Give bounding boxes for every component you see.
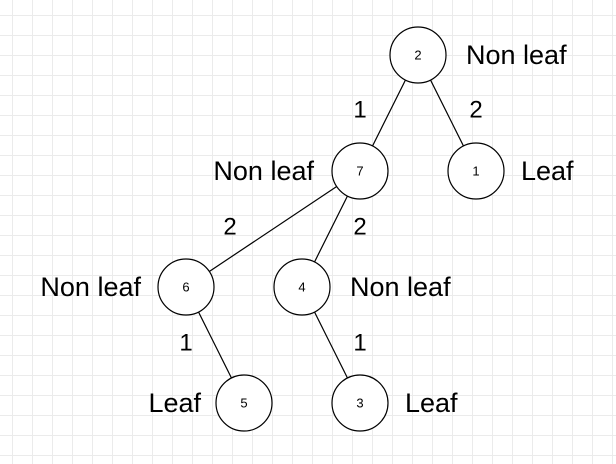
node-value-label: 4 [298, 280, 305, 295]
tree-node-6: 6 [157, 258, 215, 316]
node-type-label: Non leaf [350, 272, 451, 302]
node-circle [215, 374, 273, 432]
node-circle [447, 142, 505, 200]
node-circle [331, 142, 389, 200]
edge-weight-label: 1 [353, 97, 366, 124]
edge-weight-label: 2 [223, 214, 236, 241]
node-type-label: Leaf [405, 388, 458, 418]
node-value-label: 1 [472, 164, 479, 179]
edge-weight-label: 2 [353, 214, 366, 241]
edge-labels-layer: 1 2 2 2 1 1 [179, 97, 482, 357]
edge-n2-n7 [371, 79, 407, 147]
node-value-label: 6 [182, 280, 189, 295]
node-circle [389, 26, 447, 84]
edge-n6-n5 [197, 311, 233, 379]
nodes-layer: 2 7 1 6 4 5 3 [157, 26, 505, 432]
node-type-label: Non leaf [213, 156, 314, 186]
edge-weight-label: 1 [179, 330, 192, 357]
node-value-label: 2 [414, 48, 421, 63]
edge-n7-n4 [313, 195, 349, 263]
tree-node-2: 2 [389, 26, 447, 84]
tree-node-3: 3 [331, 374, 389, 432]
node-value-label: 7 [356, 164, 363, 179]
tree-node-7: 7 [331, 142, 389, 200]
node-circle [331, 374, 389, 432]
node-circle [273, 258, 331, 316]
node-value-label: 5 [240, 396, 247, 411]
node-type-label: Leaf [148, 388, 201, 418]
tree-node-5: 5 [215, 374, 273, 432]
tree-node-4: 4 [273, 258, 331, 316]
edge-weight-label: 1 [353, 330, 366, 357]
node-type-label: Non leaf [40, 272, 141, 302]
node-type-label: Non leaf [466, 40, 567, 70]
node-type-label: Leaf [521, 156, 574, 186]
edge-n2-n1 [429, 79, 465, 147]
edge-n4-n3 [313, 311, 349, 379]
node-circle [157, 258, 215, 316]
edge-n7-n6 [208, 186, 338, 272]
node-value-label: 3 [356, 396, 363, 411]
tree-node-1: 1 [447, 142, 505, 200]
edges-layer [197, 79, 465, 379]
edge-weight-label: 2 [469, 97, 482, 124]
